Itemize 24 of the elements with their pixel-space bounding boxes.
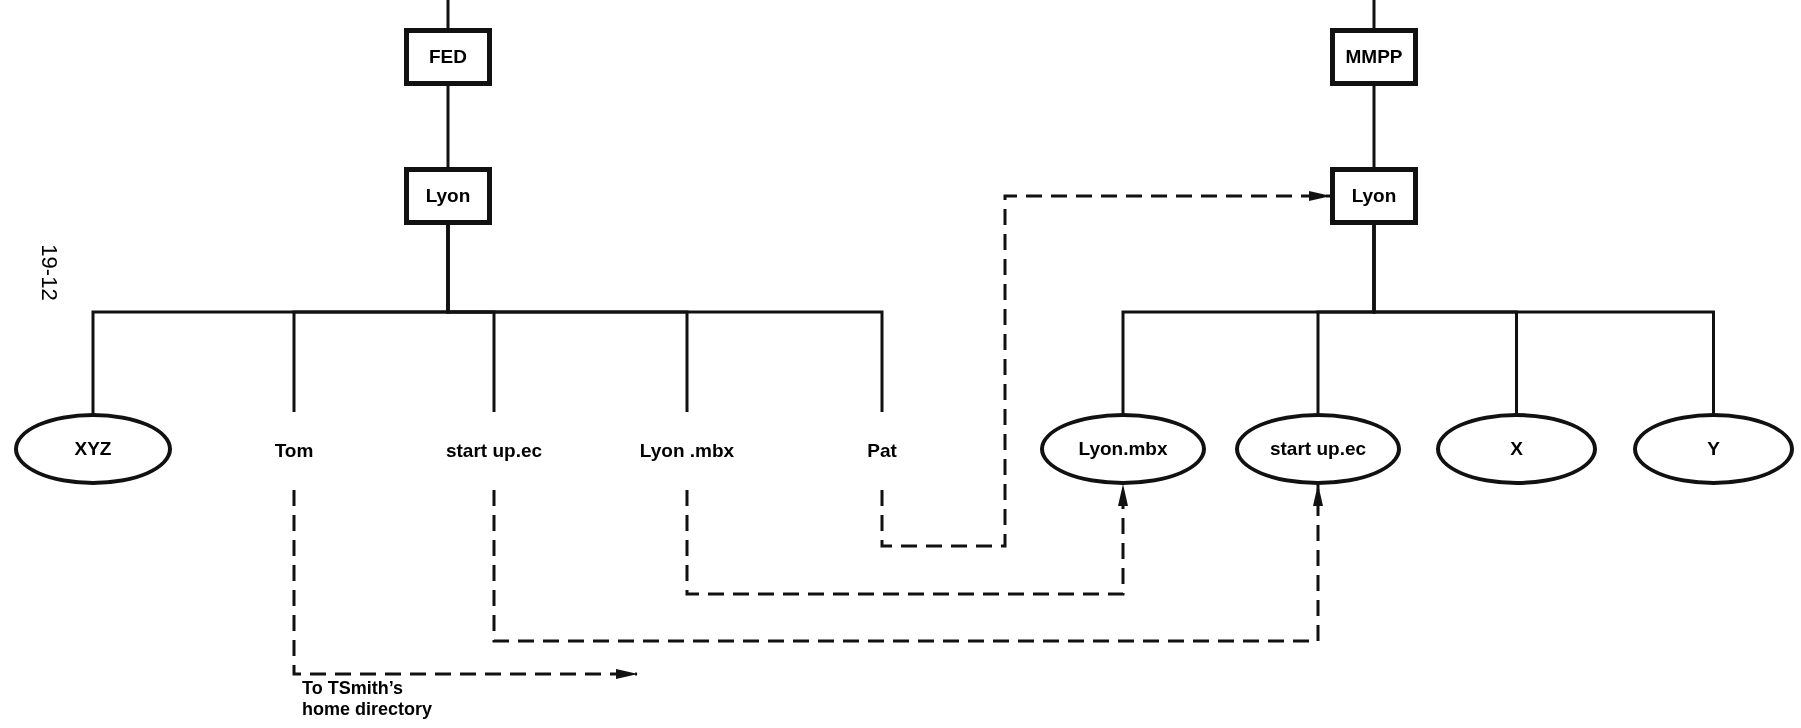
- dashed-arrow: [880, 191, 1331, 548]
- directory-box: MMPP: [1330, 28, 1418, 86]
- entry-name: Lyon .mbx: [622, 412, 752, 490]
- entry-name: Tom: [264, 412, 324, 490]
- file-ellipse: Y: [1633, 413, 1794, 485]
- file-ellipse: Lyon.mbx: [1040, 413, 1206, 485]
- connector-line: [446, 86, 450, 167]
- file-ellipse: X: [1436, 413, 1597, 485]
- directory-box: Lyon: [1330, 167, 1418, 225]
- connector-line: [446, 225, 884, 412]
- dashed-arrow: [292, 490, 638, 679]
- entry-name: start up.ec: [430, 412, 558, 490]
- dashed-arrow: [685, 484, 1128, 596]
- connector-line: [446, 0, 450, 28]
- directory-box: Lyon: [404, 167, 492, 225]
- file-ellipse: XYZ: [14, 413, 172, 485]
- dashed-arrow: [492, 484, 1323, 643]
- file-ellipse: start up.ec: [1235, 413, 1401, 485]
- connector-line: [1372, 0, 1376, 28]
- entry-name: Pat: [862, 412, 902, 490]
- connector-line: [1372, 225, 1715, 413]
- connector-line: [1372, 86, 1376, 167]
- directory-box: FED: [404, 28, 492, 86]
- page-number: 19-12: [35, 243, 63, 303]
